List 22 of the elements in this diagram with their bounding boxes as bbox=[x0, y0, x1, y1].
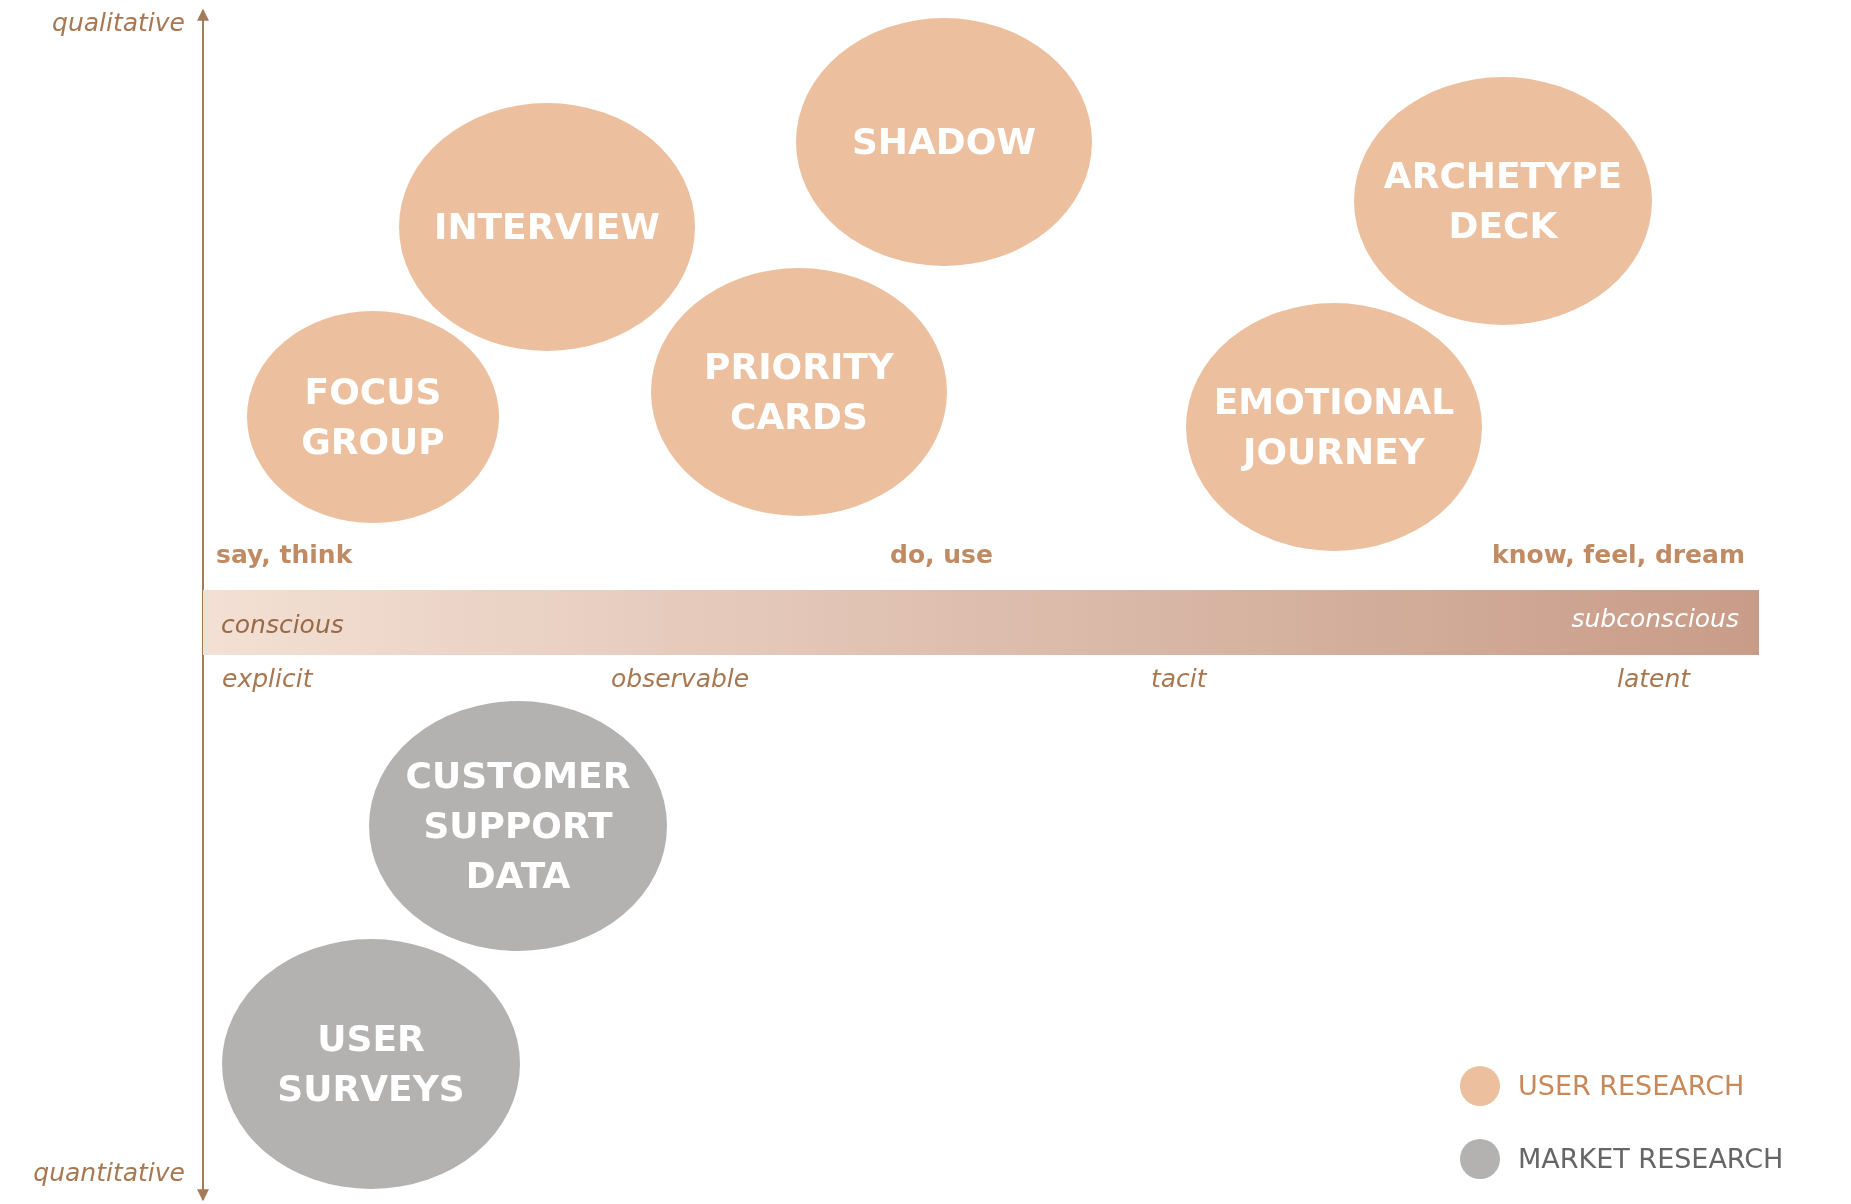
category-label: know, feel, dream bbox=[1492, 540, 1745, 569]
method-label: INTERVIEW bbox=[433, 205, 661, 249]
category-label: do, use bbox=[890, 540, 993, 569]
scale-label: tacit bbox=[1151, 664, 1207, 693]
legend-label: MARKET RESEARCH bbox=[1518, 1143, 1784, 1174]
method-label: SHADOW bbox=[850, 120, 1038, 164]
method-label: EMOTIONAL JOURNEY bbox=[1212, 380, 1456, 474]
legend-label: USER RESEARCH bbox=[1518, 1070, 1745, 1101]
axis-label: quantitative bbox=[33, 1158, 185, 1187]
category-label: say, think bbox=[216, 540, 353, 569]
axis-label: qualitative bbox=[52, 8, 185, 37]
method-label: PRIORITY CARDS bbox=[703, 345, 895, 439]
scale-label: subconscious bbox=[1571, 604, 1739, 633]
method-label: CUSTOMER SUPPORT DATA bbox=[404, 754, 632, 898]
gradient-bar bbox=[203, 590, 1759, 655]
method-label: USER SURVEYS bbox=[276, 1017, 466, 1111]
scale-label: latent bbox=[1617, 664, 1691, 693]
scale-label: explicit bbox=[222, 664, 313, 693]
method-label: FOCUS GROUP bbox=[300, 370, 446, 464]
method-label: ARCHETYPE DECK bbox=[1382, 154, 1624, 248]
scale-label: conscious bbox=[221, 610, 344, 639]
scale-label: observable bbox=[611, 664, 750, 693]
